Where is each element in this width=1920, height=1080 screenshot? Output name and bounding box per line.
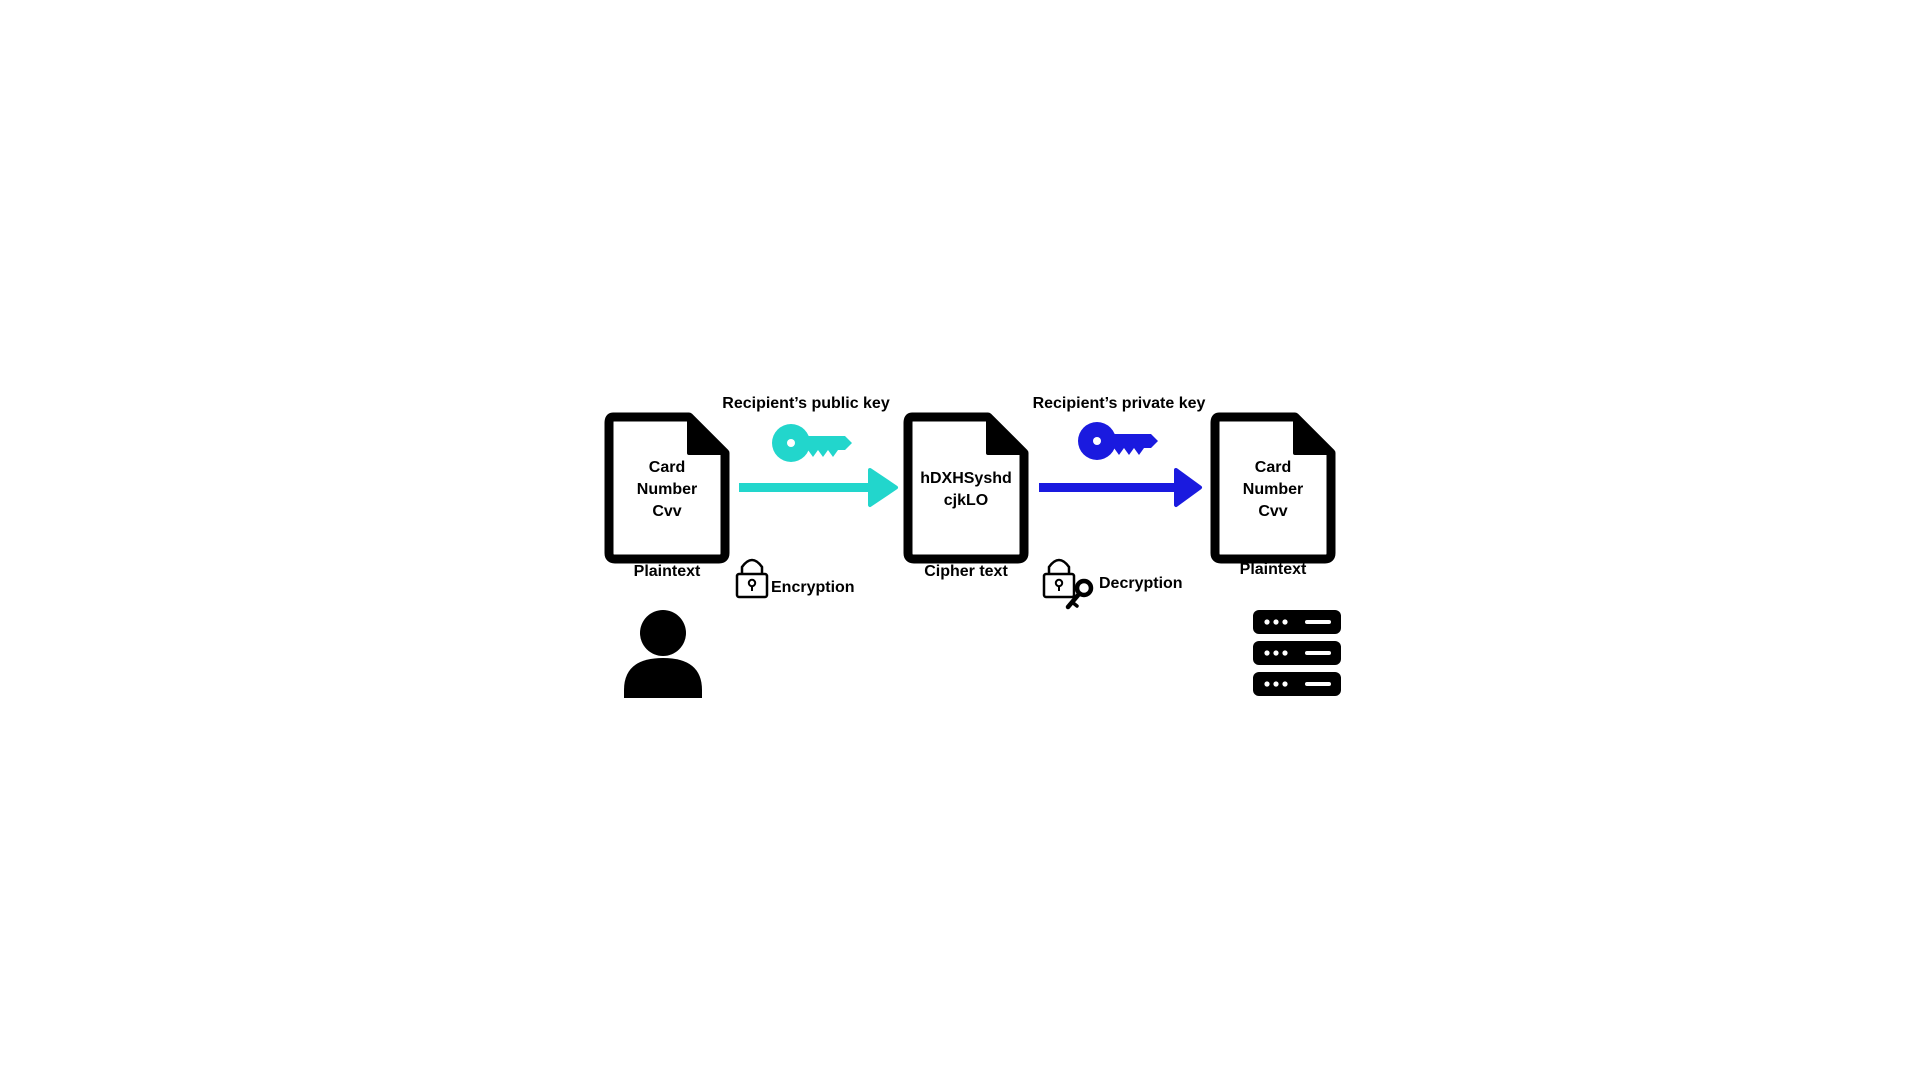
- document-line: Cvv: [1258, 503, 1287, 520]
- document-line: Number: [637, 481, 697, 498]
- decryption-arrow: [1039, 468, 1202, 507]
- document-line: hDXHSyshd: [920, 470, 1012, 487]
- key-icon: [1078, 422, 1158, 460]
- public-key-label: Recipient’s public key: [722, 395, 890, 412]
- private-key-label: Recipient’s private key: [1033, 395, 1206, 412]
- ciphertext-caption: Cipher text: [924, 563, 1008, 580]
- unlock-with-key-icon: [1042, 558, 1094, 610]
- encryption-arrow: [739, 468, 898, 507]
- person-icon: [624, 610, 702, 698]
- ciphertext-document: hDXHSyshd cjkLO: [908, 417, 1024, 559]
- document-line: Cvv: [652, 503, 681, 520]
- encryption-label: Encryption: [771, 579, 855, 596]
- lock-icon: [735, 558, 769, 599]
- document-line: Card: [1255, 459, 1291, 476]
- plaintext-document-left: Card Number Cvv: [609, 417, 725, 559]
- plaintext-caption-right: Plaintext: [1240, 561, 1307, 578]
- server-icon: [1253, 610, 1341, 696]
- plaintext-caption-left: Plaintext: [634, 563, 701, 580]
- document-line: Card: [649, 459, 685, 476]
- plaintext-document-right: Card Number Cvv: [1215, 417, 1331, 559]
- document-line: Number: [1243, 481, 1303, 498]
- document-line: cjkLO: [944, 492, 988, 509]
- key-icon: [772, 424, 852, 462]
- decryption-label: Decryption: [1099, 575, 1183, 592]
